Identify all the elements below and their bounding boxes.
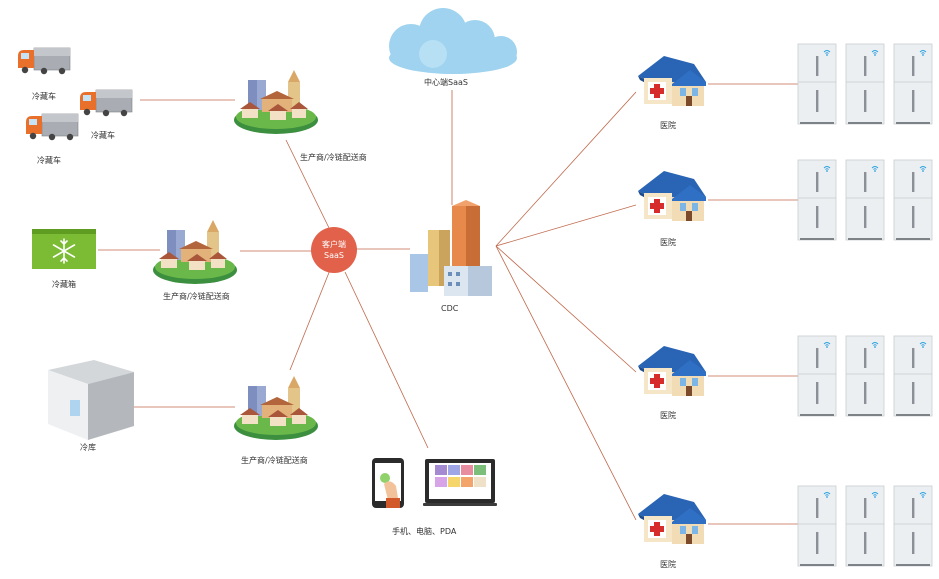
connector-cdc-hospital-1 xyxy=(495,91,637,247)
fridge-icon xyxy=(797,335,837,417)
truck-label-1: 冷藏车 xyxy=(32,92,56,101)
hospital-label-2: 医院 xyxy=(660,238,676,247)
fridge-icon xyxy=(893,43,933,125)
cold-box-icon xyxy=(32,229,96,269)
cdc-label: CDC xyxy=(441,304,459,313)
village-icon xyxy=(234,376,318,440)
supplier-top-label: 生产商/冷链配送商 xyxy=(300,153,367,162)
fridge-icon xyxy=(797,43,837,125)
fridge-icon xyxy=(797,485,837,567)
fridge-icon xyxy=(845,43,885,125)
hospital-icon xyxy=(638,56,706,106)
monitor-icon xyxy=(423,459,497,506)
hospital-icon xyxy=(638,494,706,544)
cloud-label: 中心端SaaS xyxy=(424,78,468,87)
cloud-icon xyxy=(389,8,517,74)
hospital-label-3: 医院 xyxy=(660,411,676,420)
fridge-icon xyxy=(845,335,885,417)
reefer-truck-icon xyxy=(79,89,133,117)
truck-label-3: 冷藏车 xyxy=(37,156,61,165)
supplier-bottom-label: 生产商/冷链配送商 xyxy=(241,456,308,465)
connector-cdc-hospital-2 xyxy=(495,204,637,247)
fridge-icon xyxy=(845,485,885,567)
connector-supplier-bottom-hub xyxy=(289,269,331,371)
reefer-truck-icon xyxy=(17,47,71,75)
saas-client-hub xyxy=(311,227,357,273)
devices-label: 手机、电脑、PDA xyxy=(392,527,457,536)
fridge-icon xyxy=(893,159,933,241)
reefer-truck-icon xyxy=(25,113,79,141)
fridge-icon xyxy=(893,335,933,417)
cold-storage-icon xyxy=(48,360,134,440)
village-icon xyxy=(153,220,237,284)
connector-cdc-hospital-3 xyxy=(495,245,637,373)
connector-supplier-top-hub xyxy=(285,139,331,231)
hub-label-line1: 客户端 xyxy=(322,240,346,249)
office-tower-icon xyxy=(410,200,492,296)
fridge-icon xyxy=(893,485,933,567)
truck-label-2: 冷藏车 xyxy=(91,131,115,140)
hospital-icon xyxy=(638,171,706,221)
fridge-icon xyxy=(797,159,837,241)
connector-hub-devices xyxy=(344,271,429,449)
connector-lines xyxy=(98,83,798,525)
hospital-icon xyxy=(638,346,706,396)
supplier-mid-label: 生产商/冷链配送商 xyxy=(163,292,230,301)
cold-storage-label: 冷库 xyxy=(80,443,96,452)
connector-cdc-hospital-4 xyxy=(495,245,637,521)
cold-box-label: 冷藏箱 xyxy=(52,280,76,289)
fridge-icon xyxy=(845,159,885,241)
hospital-label-1: 医院 xyxy=(660,121,676,130)
phone-icon xyxy=(372,458,404,508)
hub-label-line2: SaaS xyxy=(324,251,344,260)
village-icon xyxy=(234,70,318,134)
hospital-label-4: 医院 xyxy=(660,560,676,569)
